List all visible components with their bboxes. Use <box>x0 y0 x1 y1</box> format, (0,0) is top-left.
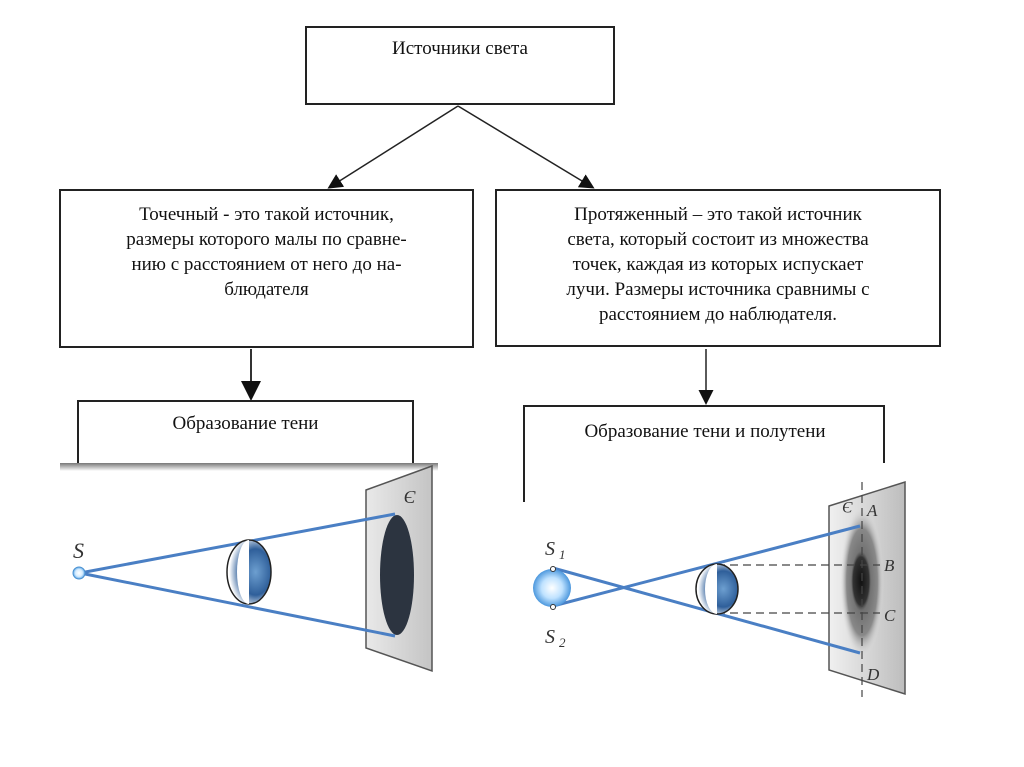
figure-top-edge <box>60 463 438 471</box>
definition-line: нию с расстоянием от него до на- <box>131 254 402 275</box>
light-ray-bottom <box>79 571 396 638</box>
point-source-definition-box: Точечный - это такой источник, размеры к… <box>59 189 474 348</box>
definition-line: лучи. Размеры источника сравнимы с <box>566 279 870 300</box>
shadow-penumbra-formation-box: Образование тени и полутени <box>523 405 885 502</box>
shadow-penumbra-title: Образование тени и полутени <box>584 421 826 442</box>
ray-s2-to-a <box>552 524 861 608</box>
root-node-light-sources: Источники света <box>305 26 615 105</box>
root-title: Источники света <box>392 38 528 59</box>
point-label-d: D <box>866 665 880 684</box>
source-sub-s1: 1 <box>559 547 566 562</box>
point-label-c: C <box>884 606 896 625</box>
arrow-root-to-right <box>457 105 595 189</box>
extended-source-icon <box>533 569 571 607</box>
shadow-formation-title: Образование тени <box>172 413 319 434</box>
source-label-s1: S <box>545 538 555 560</box>
definition-line: света, который состоит из множества <box>567 229 869 250</box>
definition-line: размеры которого малы по сравне- <box>126 229 407 250</box>
definition-line: расстоянием до наблюдателя. <box>598 304 837 325</box>
point-source-icon <box>72 566 86 580</box>
umbra-region <box>851 551 871 611</box>
screen-label: Э <box>842 498 853 515</box>
definition-line: Протяженный – это такой источник <box>574 204 862 225</box>
light-ray-top <box>79 512 396 575</box>
source-sub-s2: 2 <box>559 635 566 650</box>
arrow-root-to-left <box>327 105 459 189</box>
definition-line: блюдателя <box>224 279 309 300</box>
source-point-s1 <box>550 566 556 572</box>
shadow-umbra <box>380 515 414 635</box>
box-border-segment <box>883 405 885 463</box>
screen-label: Э <box>404 487 416 507</box>
definition-line: Точечный - это такой источник, <box>139 204 394 225</box>
source-point-s2 <box>550 604 556 610</box>
point-label-a: A <box>866 501 878 520</box>
source-label-s2: S <box>545 626 555 648</box>
definition-line: точек, каждая из которых испускает <box>572 254 864 275</box>
point-label-b: B <box>884 556 895 575</box>
source-label-s: S <box>73 538 84 563</box>
extended-source-definition-box: Протяженный – это такой источник света, … <box>495 189 941 347</box>
shadow-formation-box: Образование тени <box>77 400 414 466</box>
